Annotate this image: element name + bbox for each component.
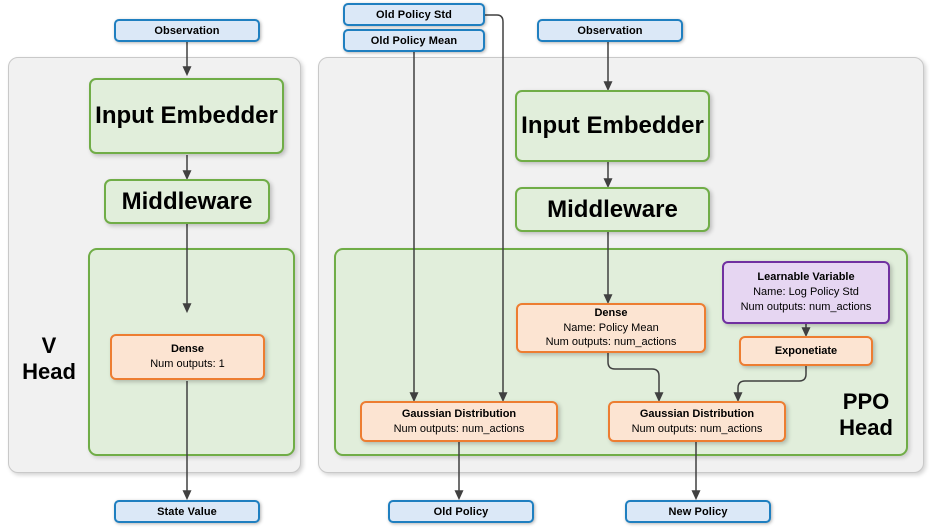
gaussian-distribution-new[interactable]: Gaussian Distribution Num outputs: num_a…: [608, 401, 786, 442]
ppo-head-dense-policy-mean[interactable]: Dense Name: Policy Mean Num outputs: num…: [516, 303, 706, 353]
input-old-policy-mean[interactable]: Old Policy Mean: [343, 29, 485, 52]
v-head-label-line2: Head: [22, 358, 76, 384]
gaussian-old-num-outputs: Num outputs: num_actions: [393, 422, 525, 435]
input-v-observation[interactable]: Observation: [114, 19, 260, 42]
gaussian-new-title: Gaussian Distribution: [639, 407, 755, 420]
gaussian-new-num-outputs: Num outputs: num_actions: [631, 422, 763, 435]
ppo-head-dense-name: Name: Policy Mean: [563, 321, 659, 334]
v-head-dense[interactable]: Dense Num outputs: 1: [110, 334, 265, 380]
v-head-label-line1: V: [41, 333, 57, 358]
ppo-head-input-embedder-label: Input Embedder: [521, 112, 704, 139]
output-state-value[interactable]: State Value: [114, 500, 260, 523]
v-head-label: V Head: [14, 333, 84, 385]
ppo-head-exponetiate[interactable]: Exponetiate: [739, 336, 873, 366]
v-head-middleware-label: Middleware: [121, 187, 253, 215]
input-old-policy-std-label: Old Policy Std: [376, 8, 452, 21]
input-old-policy-mean-label: Old Policy Mean: [370, 34, 458, 47]
v-head-dense-title: Dense: [170, 343, 205, 356]
output-old-policy[interactable]: Old Policy: [388, 500, 534, 523]
output-new-policy[interactable]: New Policy: [625, 500, 771, 523]
ppo-head-label-line1: PPO: [842, 389, 890, 414]
output-state-value-label: State Value: [157, 505, 217, 518]
v-head-input-embedder-label: Input Embedder: [95, 102, 278, 129]
v-head-middleware[interactable]: Middleware: [104, 179, 270, 224]
v-head-dense-num-outputs: Num outputs: 1: [150, 358, 225, 370]
learnable-variable-name: Name: Log Policy Std: [753, 286, 859, 299]
ppo-head-dense-title: Dense: [594, 306, 628, 319]
input-ppo-observation[interactable]: Observation: [537, 19, 683, 42]
v-head-input-embedder[interactable]: Input Embedder: [89, 78, 284, 154]
ppo-head-dense-num-outputs: Num outputs: num_actions: [545, 336, 677, 349]
learnable-variable-title: Learnable Variable: [757, 271, 855, 284]
gaussian-distribution-old[interactable]: Gaussian Distribution Num outputs: num_a…: [360, 401, 558, 442]
ppo-head-middleware[interactable]: Middleware: [515, 187, 710, 232]
ppo-head-middleware-label: Middleware: [547, 195, 678, 223]
input-ppo-observation-label: Observation: [577, 24, 643, 37]
input-v-observation-label: Observation: [154, 24, 220, 37]
ppo-head-label: PPO Head: [823, 389, 909, 441]
ppo-head-learnable-variable[interactable]: Learnable Variable Name: Log Policy Std …: [722, 261, 890, 324]
ppo-head-label-line2: Head: [839, 414, 893, 440]
output-new-policy-label: New Policy: [668, 505, 728, 518]
gaussian-old-title: Gaussian Distribution: [401, 407, 517, 420]
ppo-head-input-embedder[interactable]: Input Embedder: [515, 90, 710, 162]
learnable-variable-num-outputs: Num outputs: num_actions: [740, 300, 872, 313]
input-old-policy-std[interactable]: Old Policy Std: [343, 3, 485, 26]
exponetiate-label: Exponetiate: [774, 344, 838, 357]
output-old-policy-label: Old Policy: [433, 505, 489, 518]
